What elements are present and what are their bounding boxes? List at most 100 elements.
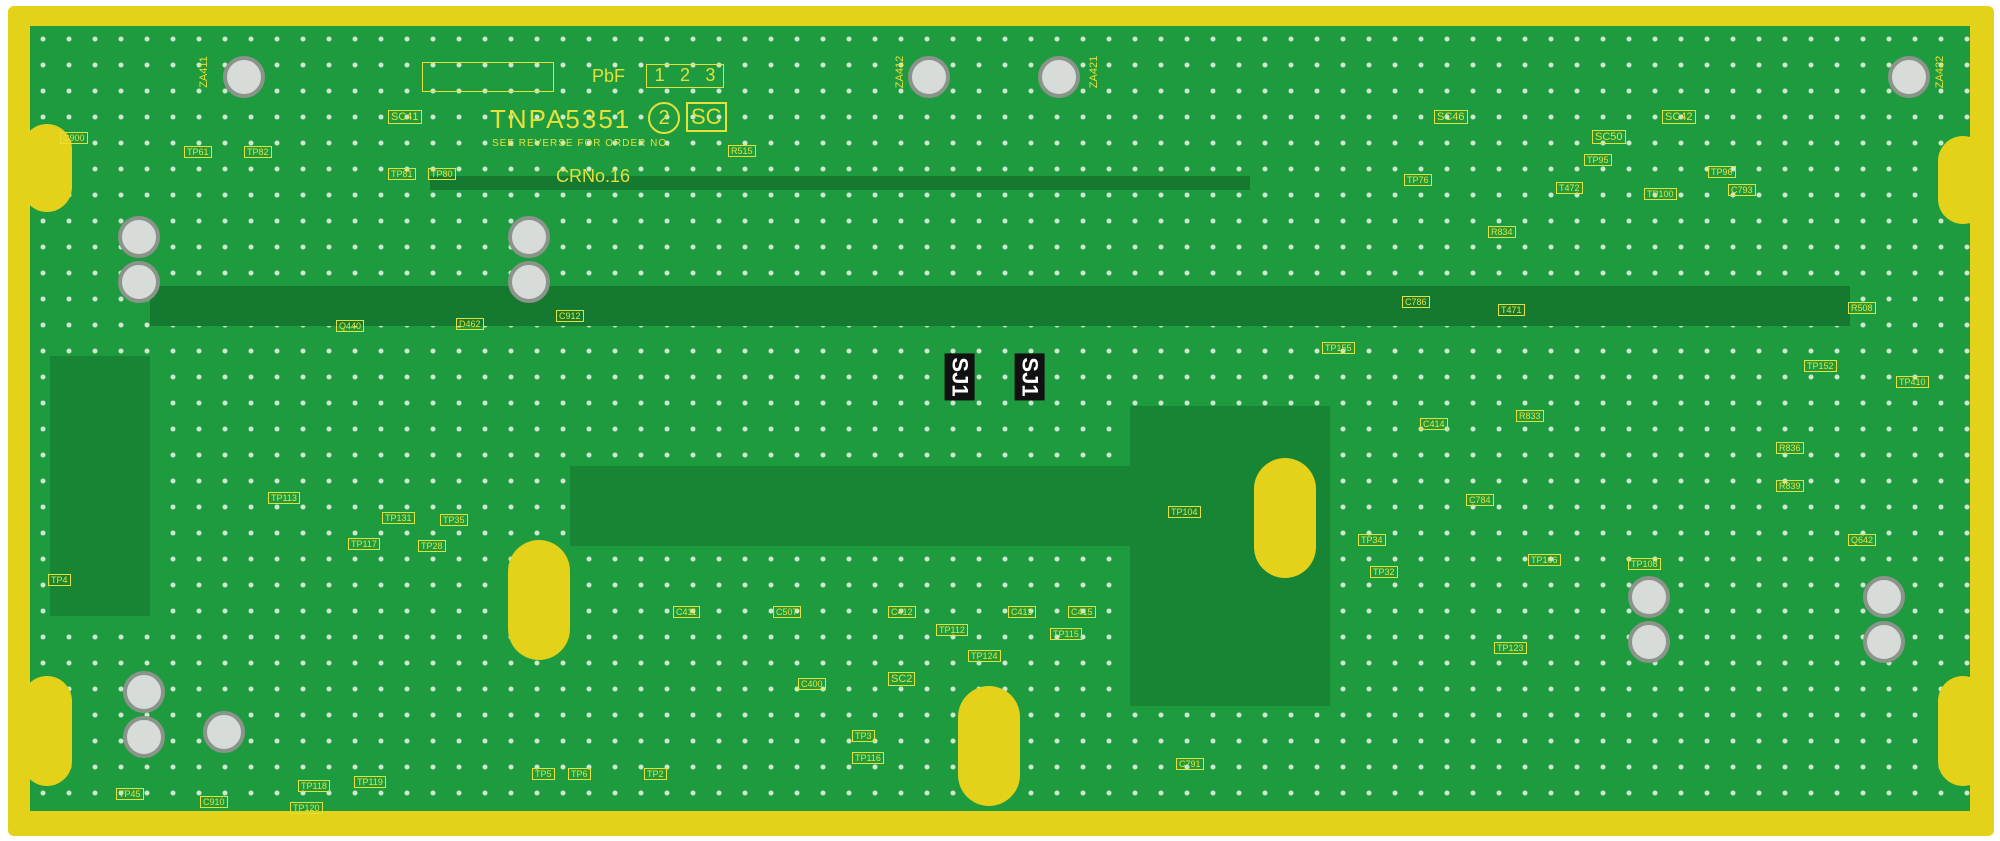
component-label: C784 <box>1466 494 1494 506</box>
layer-mark: 1 <box>654 65 665 85</box>
component-label: TP152 <box>1804 360 1837 372</box>
component-label: TP45 <box>116 788 144 800</box>
screw-hole <box>123 671 165 713</box>
component-label: TP82 <box>244 146 272 158</box>
component-label: TP106 <box>1528 554 1561 566</box>
screw-hole <box>203 711 245 753</box>
component-label: R515 <box>728 145 756 157</box>
screw-hole <box>1863 621 1905 663</box>
order-note: SEE REVERSE FOR ORDER NO. <box>492 138 671 149</box>
component-label: C413 <box>1008 606 1036 618</box>
screw-hole <box>908 56 950 98</box>
component-label: T472 <box>1556 182 1583 194</box>
board-code: SC <box>686 102 727 132</box>
connector-label: SC2 <box>888 672 916 686</box>
component-label: TP113 <box>268 492 300 504</box>
component-label: D462 <box>456 318 484 330</box>
mount-pad <box>508 540 570 660</box>
component-label: R839 <box>1776 480 1804 492</box>
component-label: R508 <box>1848 302 1876 314</box>
cr-number: CRNo.16 <box>556 166 631 186</box>
mount-label: ZA412 <box>894 55 907 89</box>
component-label: Q440 <box>336 320 365 332</box>
component-label: C415 <box>1068 606 1096 618</box>
component-label: TP81 <box>388 168 416 180</box>
screw-hole <box>223 56 265 98</box>
component-label: TP120 <box>290 802 323 814</box>
component-label: TP2 <box>644 768 667 780</box>
mount-pad <box>958 686 1020 806</box>
copper-trace <box>150 286 1850 326</box>
component-label: T471 <box>1498 304 1525 316</box>
screw-hole <box>1038 56 1080 98</box>
component-label: TP117 <box>348 538 380 550</box>
component-label: TP80 <box>428 168 456 180</box>
component-label: TP112 <box>936 624 968 636</box>
part-number: TNPA5351 <box>490 104 632 134</box>
component-label: C400 <box>798 678 826 690</box>
component-label: R834 <box>1488 226 1516 238</box>
component-label: TP34 <box>1358 534 1386 546</box>
mount-pad <box>1254 458 1316 578</box>
component-label: Q642 <box>1848 534 1877 546</box>
screw-hole <box>508 261 550 303</box>
jumper-sticker: SJ1 <box>944 353 975 401</box>
component-label: TP115 <box>1050 628 1082 640</box>
pcb-board: PbF 1 2 3 TNPA5351 2 SC SEE REVERSE FOR … <box>8 6 1994 836</box>
component-label: TP35 <box>440 514 468 526</box>
edge-pad <box>22 124 72 212</box>
component-label: TP96 <box>1708 166 1736 178</box>
component-label: C786 <box>1402 296 1430 308</box>
connector-label: SC46 <box>1434 110 1468 124</box>
component-label: C793 <box>1728 184 1756 196</box>
component-label: TP6 <box>568 768 591 780</box>
component-label: R836 <box>1776 442 1804 454</box>
component-label: C900 <box>60 132 88 144</box>
copper-trace <box>430 176 1250 190</box>
connector-label: SC41 <box>388 110 422 124</box>
component-label: TP116 <box>852 752 884 764</box>
component-label: C414 <box>1420 418 1448 430</box>
screw-hole <box>118 261 160 303</box>
component-label: TP4 <box>48 574 71 586</box>
component-label: TP155 <box>1322 342 1355 354</box>
component-label: C912 <box>556 310 584 322</box>
mount-label: ZA421 <box>1088 55 1101 89</box>
component-label: TP131 <box>382 512 415 524</box>
component-label: C507 <box>773 606 801 618</box>
edge-pad <box>22 676 72 786</box>
component-label: TP119 <box>354 776 386 788</box>
component-label: C412 <box>888 606 916 618</box>
component-label: TP61 <box>184 146 212 158</box>
component-label: TP100 <box>1644 188 1677 200</box>
edge-pad <box>1938 676 1988 786</box>
screw-hole <box>1863 576 1905 618</box>
component-label: TP123 <box>1494 642 1527 654</box>
component-label: R833 <box>1516 410 1544 422</box>
component-label: TP124 <box>968 650 1001 662</box>
component-label: TP32 <box>1370 566 1398 578</box>
component-label: TP104 <box>1168 506 1201 518</box>
jumper-sticker: SJ1 <box>1014 353 1045 401</box>
component-label: TP118 <box>298 780 330 792</box>
edge-pad <box>1938 136 1988 224</box>
component-label: TP108 <box>1628 558 1661 570</box>
component-label: TP3 <box>852 730 875 742</box>
pbf-mark: PbF <box>592 66 626 86</box>
component-label: TP410 <box>1896 376 1929 388</box>
screw-hole <box>118 216 160 258</box>
component-label: C910 <box>200 796 228 808</box>
silk-outline <box>422 62 554 92</box>
copper-plane <box>50 356 150 616</box>
mount-label: ZA422 <box>1934 55 1947 89</box>
screw-hole <box>1888 56 1930 98</box>
screw-hole <box>508 216 550 258</box>
copper-plane <box>570 466 1130 546</box>
screw-hole <box>1628 576 1670 618</box>
connector-label: SC42 <box>1662 110 1696 124</box>
solder-mask-area <box>30 26 1970 811</box>
component-label: TP28 <box>418 540 446 552</box>
layer-marks: 1 2 3 <box>646 64 724 88</box>
connector-label: SC50 <box>1592 130 1626 144</box>
component-label: C411 <box>673 606 700 618</box>
